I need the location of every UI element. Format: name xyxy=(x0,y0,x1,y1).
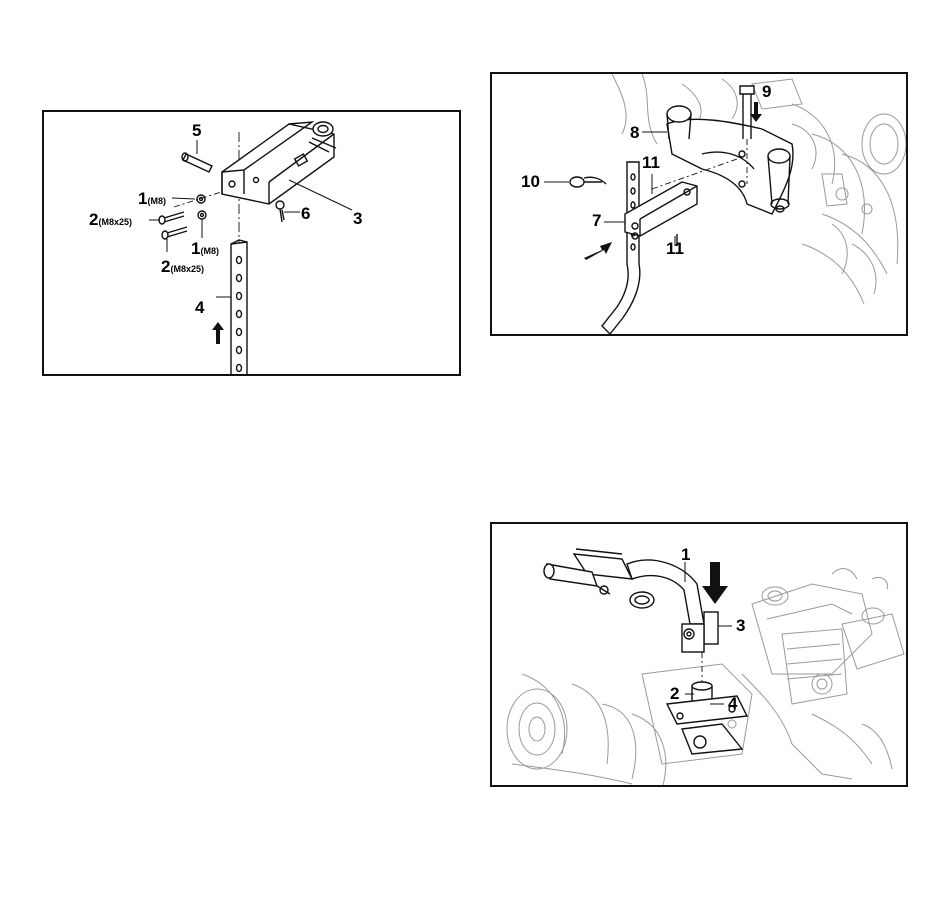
lynch-pin-part-10 xyxy=(570,177,606,187)
callout-2-spec: (M8x25) xyxy=(170,264,204,274)
callout-1: 1 xyxy=(681,546,690,563)
handlebar-part-1 xyxy=(544,549,704,624)
tine-part-4 xyxy=(231,240,247,376)
arrow-right-icon xyxy=(584,242,612,260)
figure-2-drawing xyxy=(492,74,908,336)
tiller-background-drawing xyxy=(507,569,904,787)
callout-2-m8x25-lower: 2(M8x25) xyxy=(161,258,204,275)
callout-9: 9 xyxy=(762,83,771,100)
arrow-down-icon xyxy=(702,562,728,604)
figure-1-tine-assembly: 5 1(M8) 2(M8x25) 6 3 1(M8) 2(M8x25) 4 xyxy=(42,110,461,376)
nut-part-1-lower xyxy=(198,211,206,219)
callout-4: 4 xyxy=(728,695,737,712)
callout-8: 8 xyxy=(630,124,639,141)
nut-part-1-upper xyxy=(197,195,205,203)
figure-2-bracket-mounting: 9 8 11 10 7 11 xyxy=(490,72,908,336)
callout-11-upper: 11 xyxy=(642,154,660,171)
callout-3: 3 xyxy=(353,210,362,227)
callout-5: 5 xyxy=(192,122,201,139)
figure-1-drawing xyxy=(44,112,461,376)
arrow-up-icon xyxy=(212,322,224,344)
callout-3: 3 xyxy=(736,617,745,634)
callout-6: 6 xyxy=(301,205,310,222)
callout-7: 7 xyxy=(592,212,601,229)
pin-part-5 xyxy=(182,153,212,172)
callout-1-spec: (M8) xyxy=(147,196,166,206)
callout-10: 10 xyxy=(521,173,540,190)
bolt-part-2-upper xyxy=(159,212,184,224)
callout-2: 2 xyxy=(670,685,679,702)
callout-2-spec: (M8x25) xyxy=(98,217,132,227)
callout-1-m8-upper: 1(M8) xyxy=(138,190,166,207)
callout-1-spec: (M8) xyxy=(200,246,219,256)
callout-11-lower: 11 xyxy=(666,240,684,257)
callout-4: 4 xyxy=(195,299,204,316)
figure-3-drawing xyxy=(492,524,908,787)
bolt-part-2-lower xyxy=(162,227,187,239)
callout-1-m8-lower: 1(M8) xyxy=(191,240,219,257)
figure-3-handlebar-mounting: 1 3 2 4 xyxy=(490,522,908,787)
spring-pin-part-6 xyxy=(276,201,300,222)
callout-2-m8x25-upper: 2(M8x25) xyxy=(89,211,132,228)
